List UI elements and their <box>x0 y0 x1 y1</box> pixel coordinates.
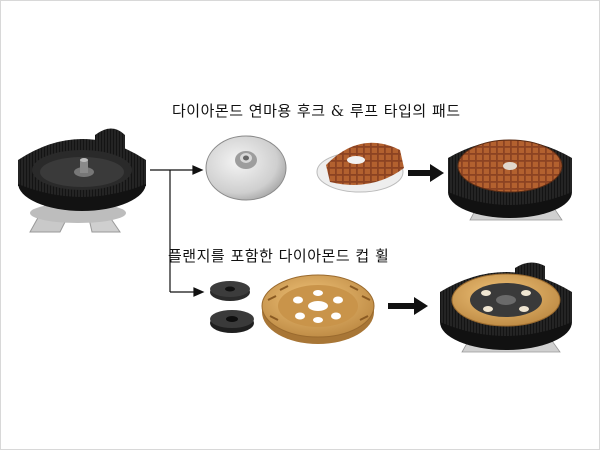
flange-nut-icon <box>210 281 254 333</box>
connector-arrowhead-bottom <box>193 287 205 297</box>
machine-with-cup-wheel-icon <box>440 262 572 353</box>
backer-plate-icon <box>205 135 287 201</box>
machine-with-pad-icon <box>448 139 572 221</box>
caption-hook-loop-pad: 다이아몬드 연마용 후크 & 루프 타입의 패드 <box>172 102 461 120</box>
connector-arrowhead-top <box>192 165 204 175</box>
right-arrow-icon-2 <box>388 297 428 315</box>
flow-connector <box>150 165 205 297</box>
cup-wheel-icon <box>261 274 375 344</box>
right-arrow-icon <box>408 164 444 182</box>
diamond-pad-icon <box>316 142 404 193</box>
caption-cup-wheel-flange: 플랜지를 포함한 다이아몬드 컵 휠 <box>168 247 390 265</box>
polisher-machine-icon <box>18 128 146 233</box>
